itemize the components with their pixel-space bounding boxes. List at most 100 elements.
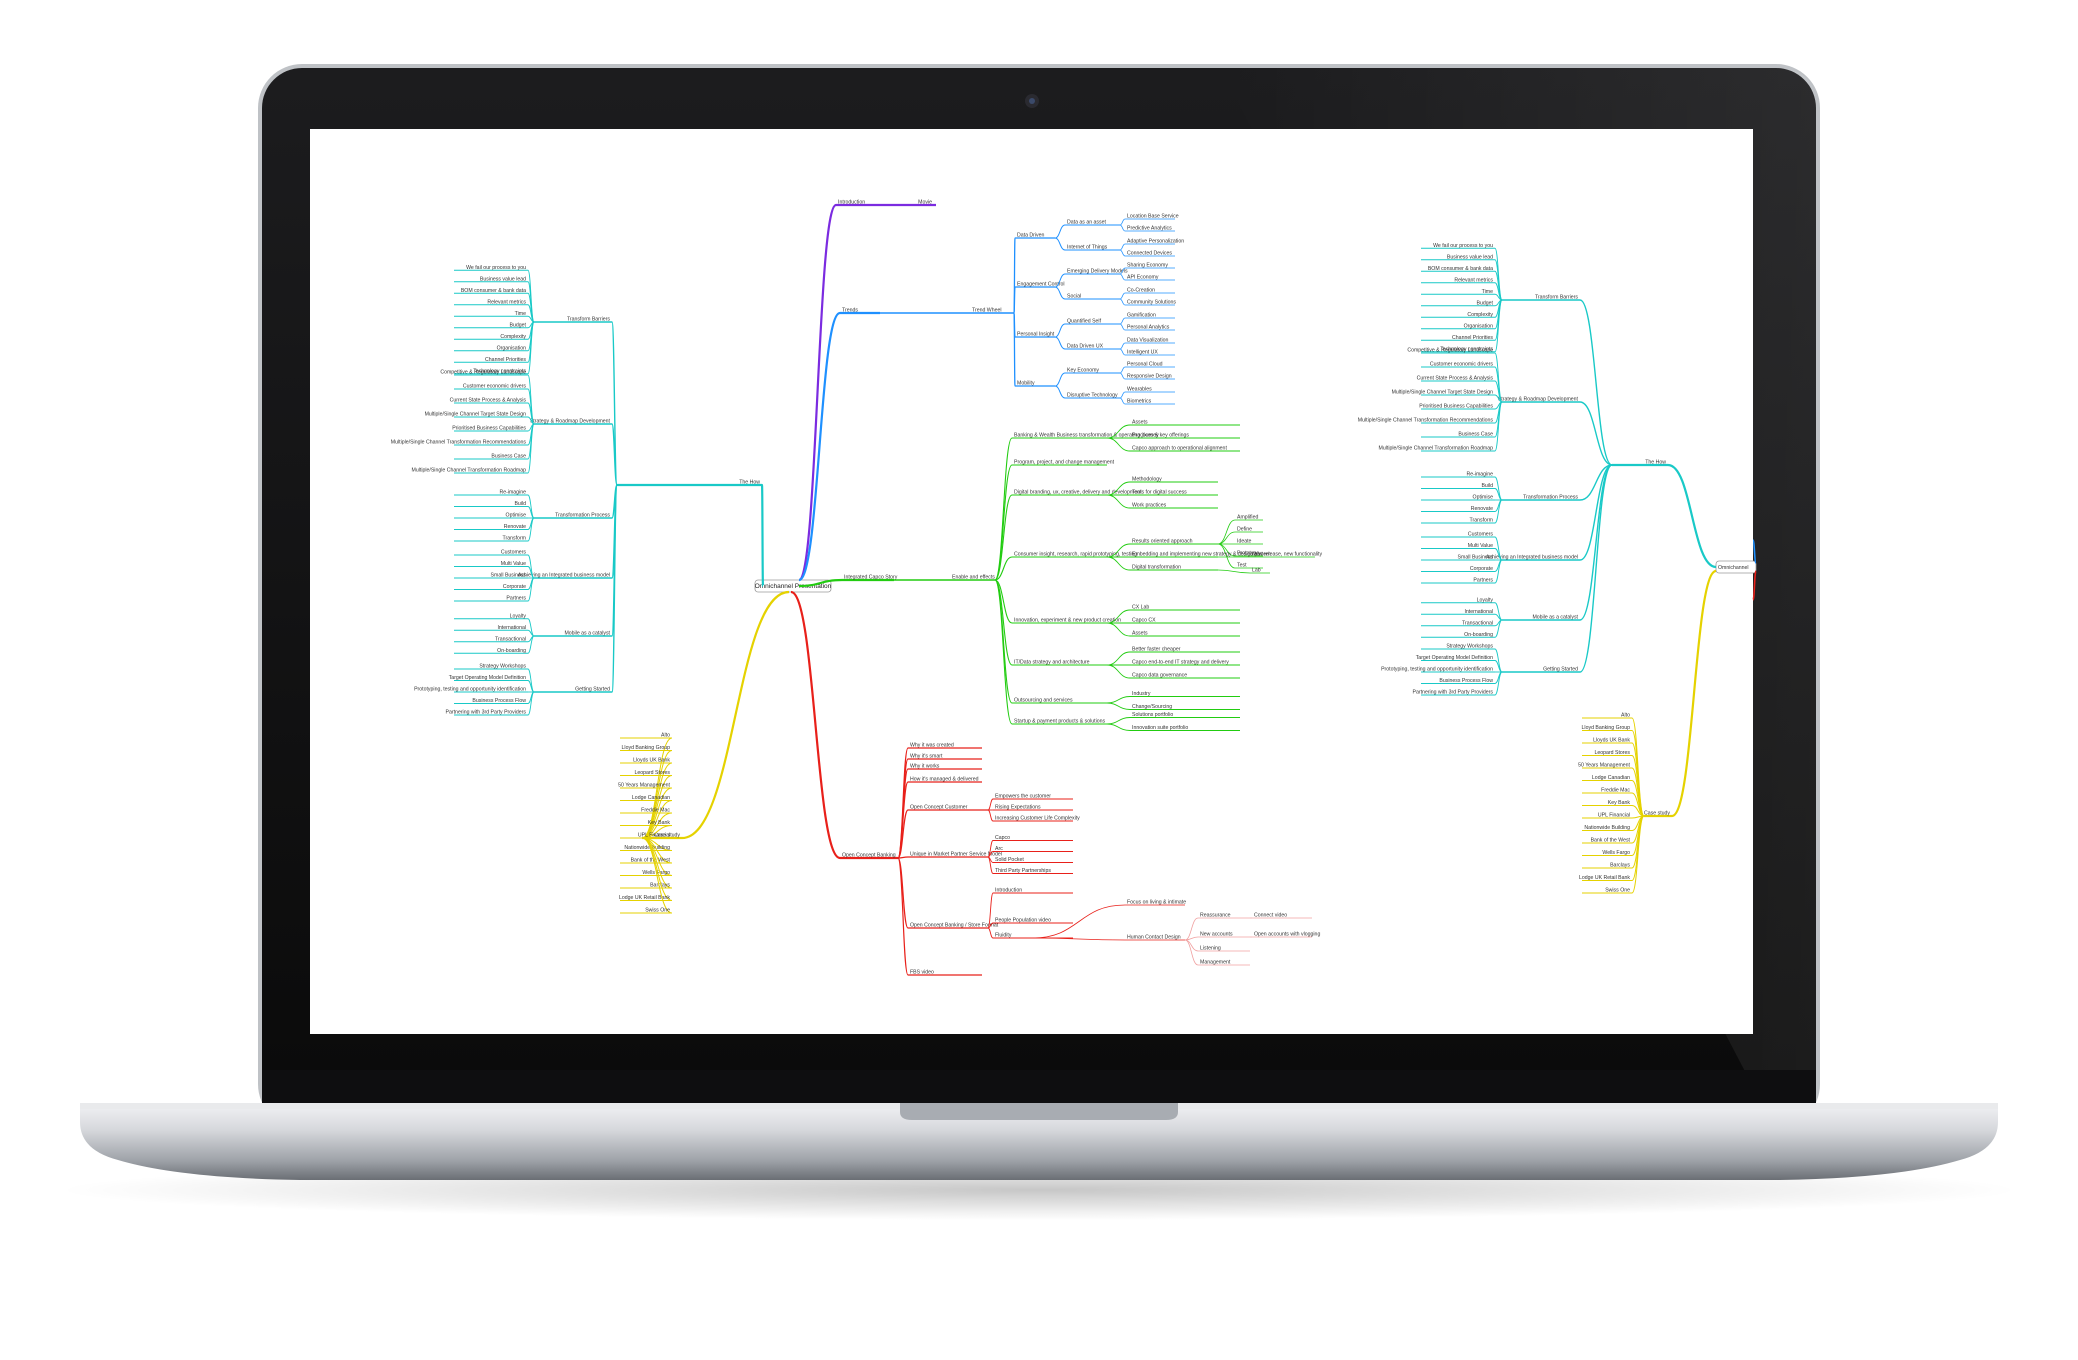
the-how-leaf: Small Business: [491, 573, 527, 579]
right-the-how-leaf: Channel Priorities: [1452, 335, 1493, 341]
laptop-screen: [310, 129, 1753, 1034]
mindmap-connector: [527, 635, 535, 654]
the-how-leaf: Multiple/Single Channel Transformation R…: [412, 468, 527, 474]
mindmap-connector: [611, 423, 618, 486]
concept-leaf: Empowers the customer: [995, 794, 1051, 800]
the-how-leaf: Business Case: [491, 454, 526, 460]
right-case-study-leaf: Lloyds UK Bank: [1593, 738, 1630, 744]
mindmap-connector: [1013, 286, 1016, 314]
right-the-how-leaf: Current State Process & Analysis: [1417, 376, 1494, 382]
the-how-leaf: Optimise: [506, 513, 527, 519]
the-how-leaf: Customers: [501, 550, 526, 556]
right-the-how-group: Achieving an Integrated business model: [1486, 555, 1578, 561]
right-the-how-leaf: Relevant metrics: [1454, 277, 1493, 283]
the-how-leaf: Budget: [510, 322, 527, 328]
capco-leaf: Change/Sourcing: [1132, 704, 1172, 710]
the-how-group: Mobile as a catalyst: [564, 631, 610, 637]
right-the-how-leaf: Transactional: [1462, 620, 1493, 626]
mindmap-connector: [1119, 273, 1126, 281]
mindmap-connector: [1494, 559, 1503, 584]
capco-item: Startup & payment products & solutions: [1014, 719, 1106, 725]
the-how-leaf: Strategy Workshops: [479, 664, 526, 670]
right-the-how-leaf: Build: [1481, 483, 1493, 489]
branch-open-concept: Open Concept Banking: [842, 853, 896, 859]
capco-leaf: Results oriented approach: [1132, 539, 1193, 545]
trend-group: Mobility: [1017, 381, 1035, 387]
the-how-leaf: Current State Process & Analysis: [450, 398, 527, 404]
mindmap-connector: [1671, 569, 1717, 818]
the-how-leaf: Multiple/Single Channel Transformation R…: [391, 440, 527, 446]
concept-leaf: Capco: [995, 835, 1010, 841]
human-contact-leaf: Listening: [1200, 946, 1221, 952]
right-case-study-leaf: UPL Financial: [1598, 813, 1630, 819]
trend-leaf: Gamification: [1127, 313, 1156, 319]
capco-leaf: Capco CX: [1132, 618, 1156, 624]
capco-leaf: Assets: [1132, 420, 1148, 426]
concept-leaf: Increasing Customer Life Complexity: [995, 816, 1080, 822]
mindmap-connector: [987, 856, 994, 874]
mindmap-connector: [897, 856, 909, 859]
right-case-study-leaf: Alto: [1621, 713, 1630, 719]
mindmap-connector: [641, 837, 673, 914]
capco-item: Digital branding, ux, creative, delivery…: [1014, 490, 1142, 496]
case-study-leaf: Lodge UK Retail Bank: [619, 895, 670, 901]
the-how-leaf: Loyalty: [510, 613, 527, 619]
mindmap-connector: [527, 423, 535, 474]
case-study-leaf: Alto: [661, 733, 670, 739]
fluidity-leaf: Focus on living & intimate: [1127, 900, 1186, 906]
trend-item: Internet of Things: [1067, 245, 1108, 251]
mindmap-connector: [798, 578, 843, 588]
capco-leaf: Digital transformation: [1132, 565, 1181, 571]
mindmap-connector: [1752, 570, 1757, 601]
mindmap-connector: [1184, 939, 1199, 966]
trend-leaf: Connected Devices: [1127, 251, 1172, 257]
capco-item: IT/Data strategy and architecture: [1014, 660, 1090, 666]
right-the-how-leaf: Small Business: [1458, 555, 1494, 561]
right-case-study-leaf: Swiss One: [1605, 888, 1630, 894]
case-study-leaf: Barclays: [650, 883, 670, 889]
concept-item: Open Concept Customer: [910, 805, 968, 811]
concept-leaf: Introduction: [995, 888, 1022, 894]
capco-leaf: Work practices: [1132, 503, 1167, 509]
capco-leaf: Solutions portfolio: [1132, 712, 1173, 718]
the-how-leaf: Complexity: [500, 334, 526, 340]
fluidity-leaf: Human Contact Design: [1127, 935, 1181, 941]
the-how-leaf: Multi Value: [501, 561, 526, 567]
capco-leaf: Capco end-to-end IT strategy and deliver…: [1132, 660, 1229, 666]
mindmap-connector: [1579, 464, 1613, 561]
mindmap-connector: [1106, 664, 1131, 679]
right-the-how-leaf: Multi Value: [1468, 543, 1493, 549]
mindmap-connector: [527, 321, 535, 375]
mindmap-connector: [1579, 401, 1613, 466]
mindmap-connector: [1106, 702, 1131, 710]
trend-item: Disruptive Technology: [1067, 393, 1118, 399]
results-leaf: Test: [1237, 563, 1247, 569]
mindmap-connector: [1054, 224, 1066, 239]
right-the-how-leaf: Customer economic drivers: [1430, 362, 1494, 368]
case-study-leaf: Freddie Mac: [641, 808, 670, 814]
right-the-how-leaf: Multiple/Single Channel Target State Des…: [1392, 390, 1494, 396]
capco-leaf: CX Lab: [1132, 605, 1149, 611]
mindmap-connector: [1579, 464, 1613, 673]
concept-item: FBS video: [910, 970, 934, 976]
laptop-base: [80, 1103, 1998, 1180]
case-study-leaf: Key Bank: [648, 820, 671, 826]
mindmap-connector: [1054, 323, 1066, 338]
trend-item: Quantified Self: [1067, 319, 1102, 325]
mindmap-right-root-label: Omnichannel: [1718, 565, 1749, 571]
mindmap-connector: [790, 590, 841, 860]
right-case-study-leaf: Lodge UK Retail Bank: [1579, 875, 1630, 881]
right-case-study-leaf: Lodge Canadian: [1592, 775, 1630, 781]
right-the-how-leaf: Business Process Flow: [1439, 678, 1493, 684]
right-the-how-leaf: Multiple/Single Channel Transformation R…: [1379, 446, 1494, 452]
trend-leaf: Location Base Service: [1127, 214, 1179, 220]
results-leaf: Ideate: [1237, 539, 1252, 545]
capco-leaf: Better faster cheaper: [1132, 647, 1181, 653]
the-how-group: Getting Started: [575, 687, 610, 693]
concept-leaf: Rising Expectations: [995, 805, 1041, 811]
the-how-group: Strategy & Roadmap Development: [530, 419, 611, 425]
capco-leaf: Innovation suite portfolio: [1132, 725, 1188, 731]
concept-leaf: Solid Pocket: [995, 857, 1024, 863]
